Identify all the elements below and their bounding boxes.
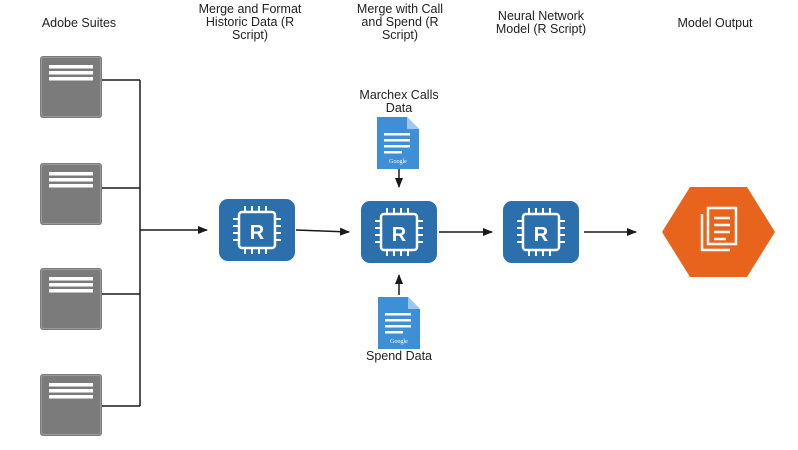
label-model-output: Model Output (677, 16, 753, 30)
r-glyph-2: R (392, 224, 407, 246)
suite-connectors (102, 79, 141, 407)
server-icon-1 (39, 55, 103, 119)
doc-caption-spend: Google (390, 339, 408, 345)
label-neural-network: Neural Network Model (R Script) (495, 9, 587, 36)
r-glyph-3: R (534, 224, 549, 246)
label-spend-data: Spend Data (365, 349, 433, 363)
label-marchex-calls: Marchex Calls Data (359, 88, 439, 115)
model-output-icon (662, 187, 775, 277)
server-icon-2 (39, 162, 103, 226)
label-merge-call-spend: Merge with Call and Spend (R Script) (356, 2, 444, 42)
flow-arrows (140, 167, 637, 295)
arrow-merge-to-merge-call (295, 227, 350, 236)
r-glyph-1: R (250, 222, 265, 244)
label-adobe-suites: Adobe Suites (41, 16, 117, 30)
doc-caption-marchex: Google (389, 159, 407, 165)
server-icon-3 (39, 267, 103, 331)
label-merge-format: Merge and Format Historic Data (R Script… (198, 2, 302, 42)
server-icon-4 (39, 373, 103, 437)
